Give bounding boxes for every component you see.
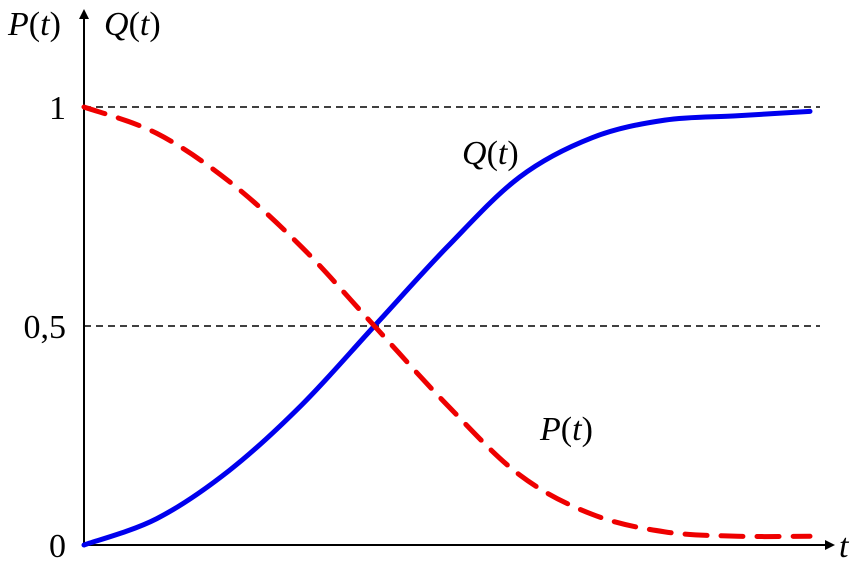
y-tick-label-1: 0,5 — [24, 309, 67, 346]
y-axis-title-q: Q(t) — [104, 6, 161, 43]
x-axis-title: t — [839, 528, 850, 565]
y-axis-title-p: P(t) — [7, 6, 61, 43]
y-tick-labels: 00,51 — [24, 90, 67, 565]
series-line-p — [81, 104, 813, 540]
series-label-q: Q(t) — [462, 135, 519, 172]
y-tick-label-0: 0 — [49, 528, 66, 565]
series-line-q — [81, 108, 813, 548]
series-layer — [81, 104, 813, 548]
reference-lines — [84, 106, 820, 327]
y-tick-label-2: 1 — [49, 90, 66, 127]
series-label-p: P(t) — [539, 411, 593, 448]
